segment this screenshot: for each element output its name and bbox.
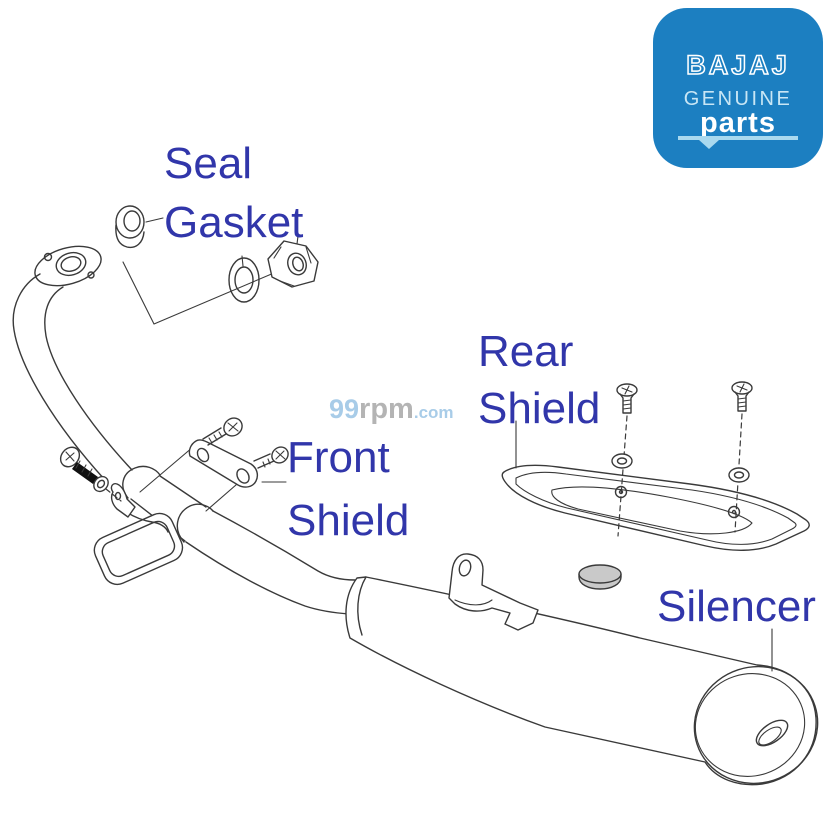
seal-drawing <box>115 205 164 249</box>
logo-arrow-icon <box>699 140 719 149</box>
clamp-bolt-drawing <box>59 446 122 502</box>
watermark-number: 99 <box>329 394 360 424</box>
hex-nut-drawing <box>267 235 319 288</box>
gasket-drawing <box>228 255 260 303</box>
washer-drawing <box>611 453 633 469</box>
silencer-end-cap <box>693 665 819 785</box>
silencer-outlet <box>755 719 789 747</box>
label-rear-shield-line2: Shield <box>478 384 601 433</box>
silencer-body-drawing <box>345 576 819 786</box>
heat-protector-plate-drawing <box>93 483 184 586</box>
assembly-axis-line <box>122 261 289 325</box>
watermark-domain: .com <box>413 403 454 422</box>
rear-shield-hole <box>727 505 741 519</box>
exhaust-header-pipe <box>12 245 356 615</box>
flange-hole <box>43 252 53 262</box>
flange-hole <box>87 271 95 279</box>
silencer-bracket-drawing <box>448 553 539 631</box>
bajaj-genuine-parts-logo: BAJAJ GENUINE parts <box>653 8 823 168</box>
label-front-shield-line1: Front <box>287 433 390 482</box>
logo-genuine-text: GENUINE <box>684 88 793 110</box>
logo-parts-text: parts <box>700 107 776 139</box>
front-shield-screws <box>202 417 289 469</box>
label-front-shield-line2: Shield <box>287 496 410 545</box>
front-shield-bracket-drawing <box>139 439 287 512</box>
rear-shield-drawing <box>501 420 810 551</box>
washer-drawing <box>728 467 750 483</box>
watermark-brand: rpm <box>359 393 414 425</box>
label-rear-shield-line1: Rear <box>478 327 574 376</box>
logo-underline <box>678 136 798 140</box>
logo-brand-text: BAJAJ <box>686 50 790 80</box>
silencer-front-rim <box>357 576 367 636</box>
logo-art: BAJAJ GENUINE parts <box>678 49 798 149</box>
label-rear-shield: Rear Shield <box>478 323 600 437</box>
watermark: 99rpm.com <box>329 393 454 426</box>
label-silencer: Silencer <box>657 582 816 631</box>
label-gasket: Gasket <box>164 198 304 247</box>
rear-shield-screws <box>611 381 753 537</box>
seal-leader-line <box>145 217 164 223</box>
label-front-shield: Front Shield <box>287 426 409 552</box>
label-seal: Seal <box>164 139 253 188</box>
mount-tab <box>110 483 136 518</box>
washer-drawing <box>93 475 109 493</box>
rubber-pad-drawing <box>578 564 622 590</box>
